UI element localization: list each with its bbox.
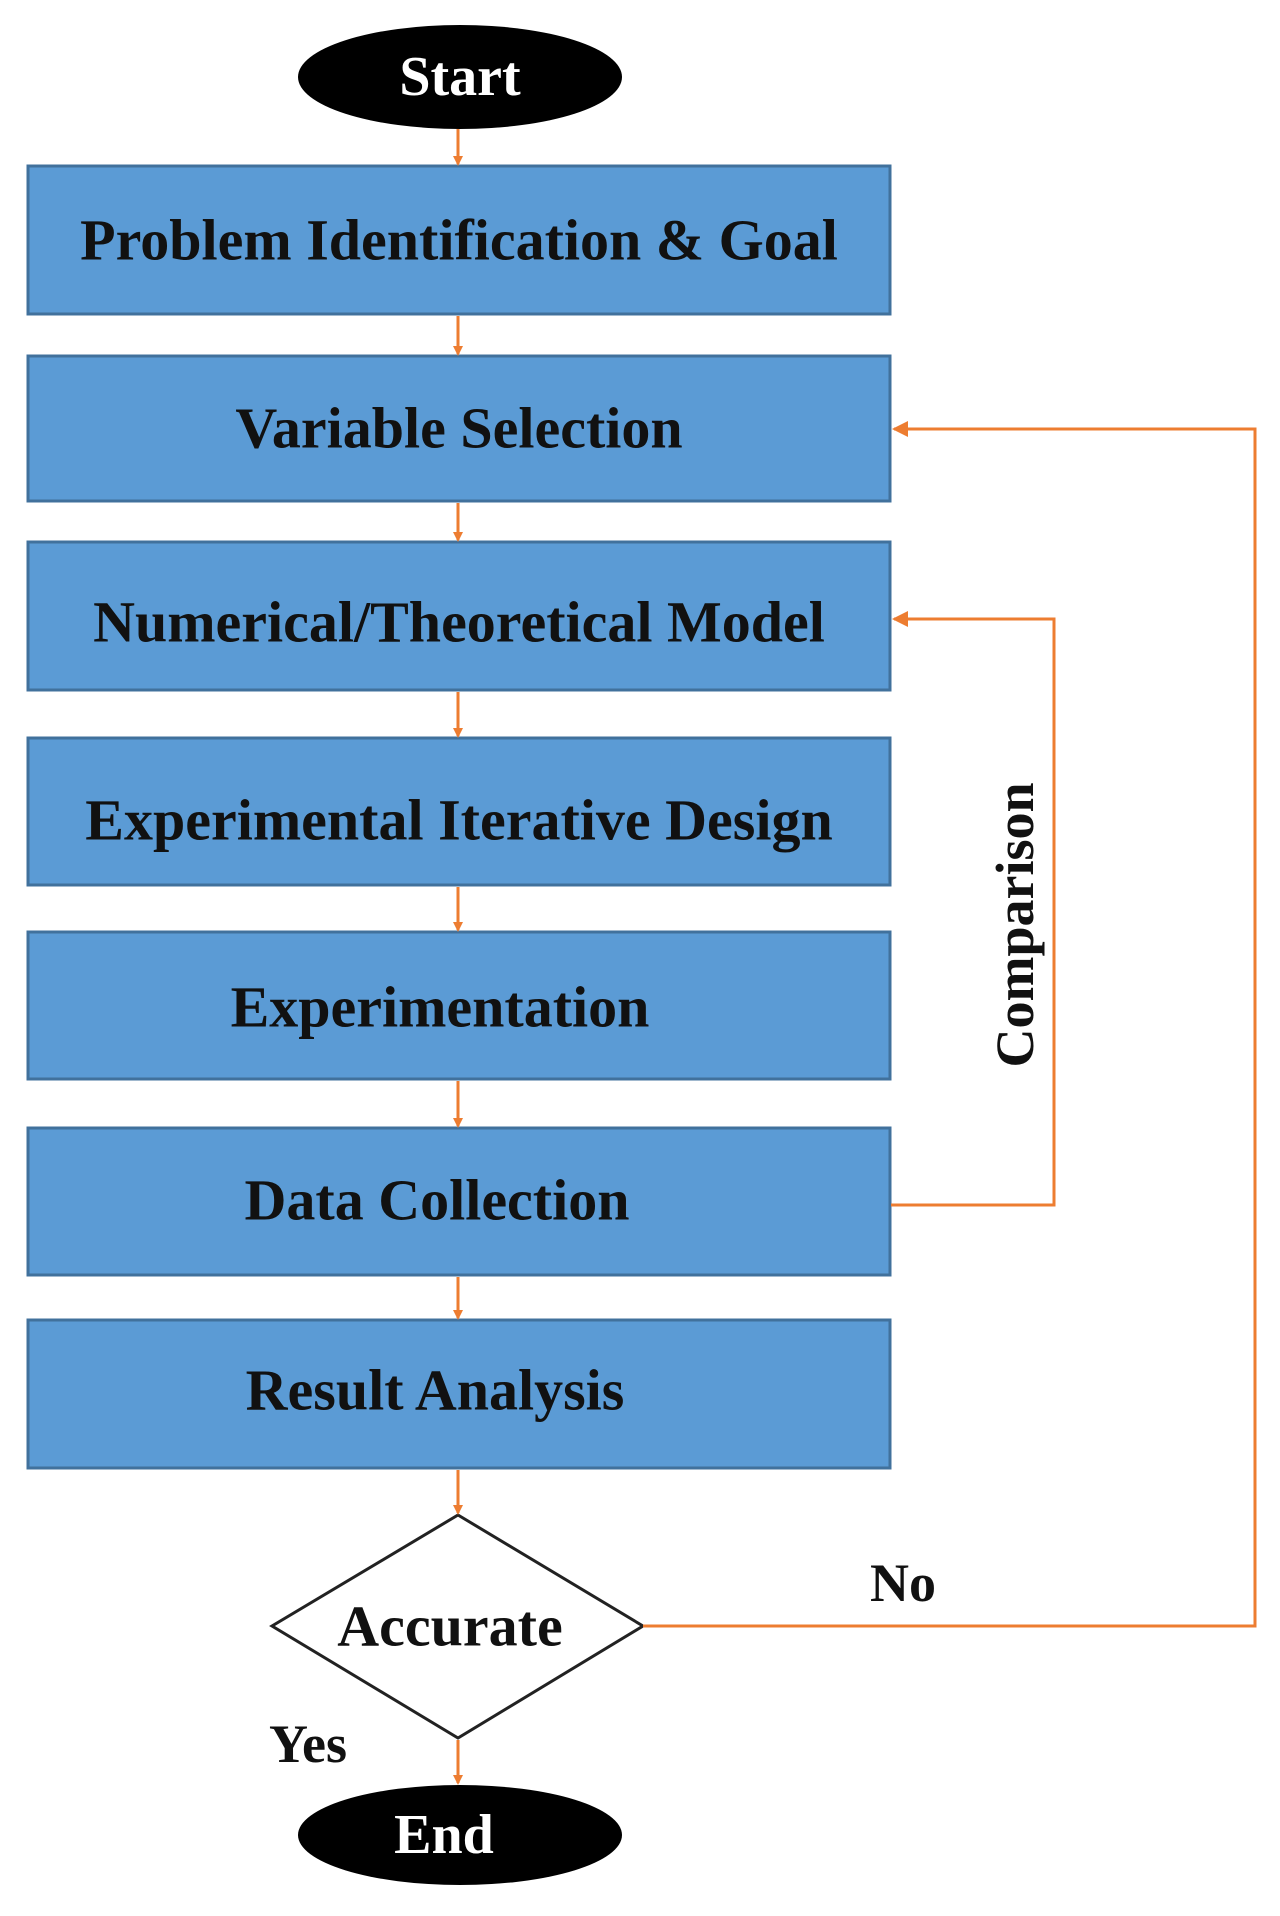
step-experimentation: Experimentation	[26, 930, 892, 1081]
step-label: Experimentation	[231, 975, 650, 1040]
no-loop-arrow	[643, 421, 1257, 1628]
step-problem-identification: Problem Identification & Goal	[26, 164, 892, 316]
step-label: Problem Identification & Goal	[80, 208, 838, 273]
end-terminal: End	[298, 1785, 622, 1885]
step-experimental-design: Experimental Iterative Design	[26, 736, 892, 887]
step-label: Variable Selection	[235, 396, 682, 461]
decision-accurate: Accurate	[269, 1513, 646, 1740]
end-label: End	[394, 1804, 494, 1866]
step-numerical-model: Numerical/Theoretical Model	[26, 540, 892, 692]
start-label: Start	[399, 46, 521, 108]
start-terminal: Start	[298, 25, 622, 129]
step-label: Experimental Iterative Design	[85, 788, 832, 853]
yes-label: Yes	[269, 1714, 347, 1774]
step-label: Numerical/Theoretical Model	[93, 590, 825, 655]
step-label: Result Analysis	[246, 1358, 625, 1423]
decision-label: Accurate	[337, 1594, 562, 1659]
no-label: No	[870, 1553, 936, 1613]
step-label: Data Collection	[245, 1168, 630, 1233]
step-data-collection: Data Collection	[26, 1126, 892, 1277]
step-result-analysis: Result Analysis	[26, 1318, 892, 1470]
comparison-loop-arrow	[891, 611, 1056, 1207]
step-variable-selection: Variable Selection	[26, 354, 892, 503]
comparison-label: Comparison	[985, 782, 1045, 1067]
